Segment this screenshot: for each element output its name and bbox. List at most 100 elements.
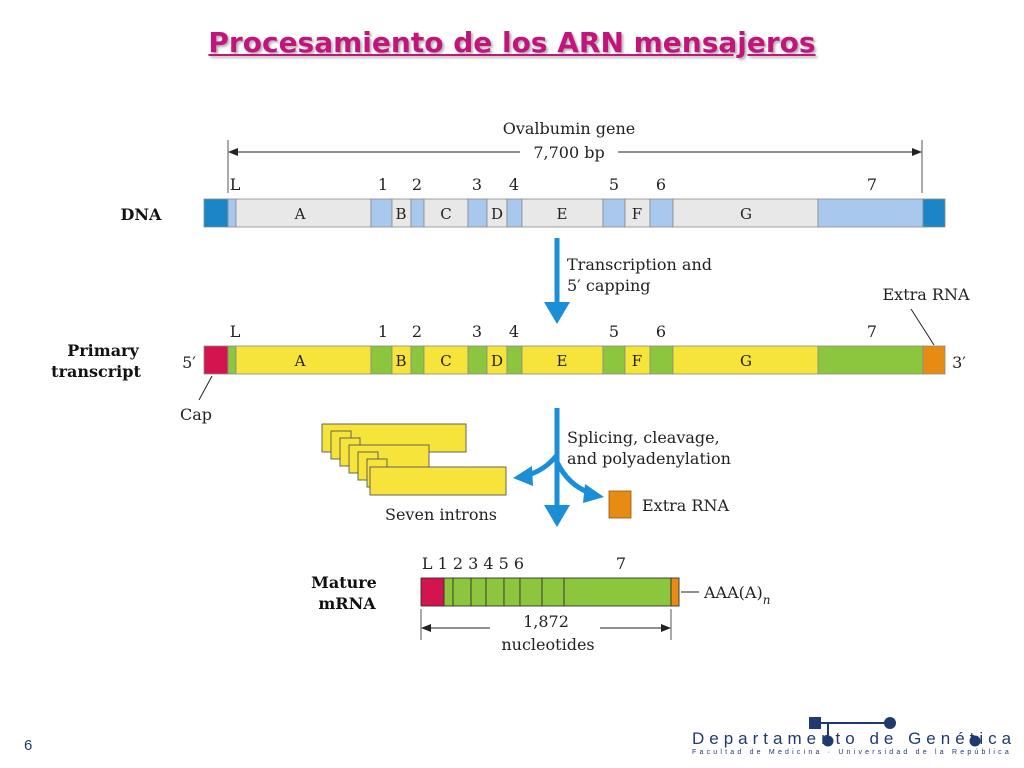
- mature-mrna-bar: [420, 577, 680, 607]
- step2-text-line2: and polyadenylation: [567, 449, 731, 468]
- dna-exon-7: [817, 198, 924, 228]
- extra-rna-mid-label: Extra RNA: [642, 496, 729, 515]
- poly-a-label: AAA(A)n: [703, 583, 770, 607]
- primary-exon-label-L: L: [230, 322, 241, 341]
- transcription-arrow: [544, 238, 570, 324]
- splicing-arrow-head-left: [513, 466, 533, 486]
- poly-a-text: AAA(A): [703, 583, 763, 602]
- mature-label-line2: mRNA: [318, 594, 376, 613]
- splicing-arrow-head-down: [544, 505, 570, 527]
- slide-title: Procesamiento de los ARN mensajeros: [208, 26, 816, 59]
- exon-label-5: 5: [609, 175, 619, 194]
- extra-rna-top-pointer: [910, 308, 935, 346]
- dna-intron-A: [235, 198, 372, 228]
- mrna-length-unit: nucleotides: [501, 635, 594, 654]
- rna-exon-4: [506, 345, 523, 375]
- intron-label-F: F: [632, 205, 642, 223]
- dna-exon-1: [370, 198, 393, 228]
- extra-rna-block: [922, 345, 946, 375]
- rna-exon-2: [410, 345, 425, 375]
- primary-intron-label-G: G: [740, 352, 752, 370]
- primary-transcript-bar: [203, 345, 946, 375]
- dna-exon-labels: L 1 2 3 4 5 6 7: [230, 175, 877, 194]
- intron-label-G: G: [740, 205, 752, 223]
- mrna-exon-3: [485, 577, 505, 607]
- primary-exon-label-6: 6: [656, 322, 666, 341]
- mrna-length: 1,872: [523, 612, 569, 631]
- extra-rna-top-label: Extra RNA: [882, 285, 969, 304]
- dna-intron-C: [423, 198, 469, 228]
- mrna-exon-2: [470, 577, 487, 607]
- primary-exon-labels: L 1 2 3 4 5 6 7: [230, 322, 877, 341]
- rna-intron-C: [423, 345, 469, 375]
- poly-a-subscript: n: [763, 593, 771, 607]
- mrna-exon-4: [503, 577, 521, 607]
- mrna-cap: [420, 577, 445, 607]
- gene-title: Ovalbumin gene: [503, 119, 636, 138]
- dna-flank-left: [203, 198, 229, 228]
- cap-block: [203, 345, 229, 375]
- intron-label-C: C: [440, 205, 451, 223]
- primary-exon-label-4: 4: [509, 322, 519, 341]
- exon-label-6: 6: [656, 175, 666, 194]
- dna-intron-E: [521, 198, 604, 228]
- rna-exon-L: [227, 345, 237, 375]
- mrna-exon7-label: 7: [616, 554, 626, 573]
- primary-intron-label-B: B: [395, 352, 406, 370]
- intron-label-E: E: [557, 205, 568, 223]
- rna-intron-A: [235, 345, 372, 375]
- exon-label-7: 7: [867, 175, 877, 194]
- mrna-exon-1: [452, 577, 472, 607]
- dna-bar: [203, 198, 946, 228]
- department-logo-mark: [809, 717, 981, 747]
- primary-intron-label-F: F: [632, 352, 642, 370]
- dna-exon-5: [602, 198, 626, 228]
- primary-label-line1: Primary: [67, 341, 139, 360]
- dna-label: DNA: [121, 205, 163, 224]
- dna-exon-3: [467, 198, 488, 228]
- dna-intron-G: [672, 198, 819, 228]
- cap-pointer: [198, 375, 213, 401]
- primary-exon-label-7: 7: [867, 322, 877, 341]
- dna-intron-labels: A B C D E F G: [294, 205, 752, 223]
- intron-label-D: D: [491, 205, 503, 223]
- dna-intron-F: [624, 198, 651, 228]
- rna-exon-6: [649, 345, 674, 375]
- faculty-name: Facultad de Medicina · Universidad de la…: [692, 749, 1012, 756]
- exon-label-3: 3: [472, 175, 482, 194]
- primary-intron-label-D: D: [491, 352, 503, 370]
- mrna-poly-a-tail: [670, 577, 680, 607]
- three-prime-label: 3′: [952, 353, 966, 372]
- dna-exon-L: [227, 198, 237, 228]
- dna-exon-6: [649, 198, 674, 228]
- rna-exon-3: [467, 345, 488, 375]
- mrna-exon-labels: L 1 2 3 4 5 6: [422, 554, 524, 573]
- intron-label-B: B: [395, 205, 406, 223]
- intron-label-A: A: [294, 205, 306, 223]
- primary-intron-label-C: C: [440, 352, 451, 370]
- five-prime-label: 5′: [182, 353, 196, 372]
- spliced-intron-7: [369, 466, 507, 496]
- rna-exon-7: [817, 345, 924, 375]
- primary-label-line2: transcript: [51, 362, 141, 381]
- step2-text-line1: Splicing, cleavage,: [567, 428, 720, 447]
- exon-label-L: L: [230, 175, 241, 194]
- mature-label-line1: Mature: [311, 573, 377, 592]
- mrna-exon-L: [443, 577, 454, 607]
- dna-flank-right: [922, 198, 946, 228]
- gene-length: 7,700 bp: [533, 143, 604, 162]
- primary-intron-label-A: A: [294, 352, 306, 370]
- splicing-arrow-head-right: [583, 484, 604, 503]
- rna-intron-E: [521, 345, 604, 375]
- exon-label-4: 4: [509, 175, 519, 194]
- rna-intron-G: [672, 345, 819, 375]
- primary-exon-label-2: 2: [412, 322, 422, 341]
- primary-exon-label-5: 5: [609, 322, 619, 341]
- dna-exon-4: [506, 198, 523, 228]
- mrna-exon-5: [519, 577, 543, 607]
- primary-intron-labels: A B C D E F G: [294, 352, 752, 370]
- step1-text-line2: 5′ capping: [567, 276, 651, 295]
- dna-exon-2: [410, 198, 425, 228]
- page-number: 6: [24, 737, 33, 754]
